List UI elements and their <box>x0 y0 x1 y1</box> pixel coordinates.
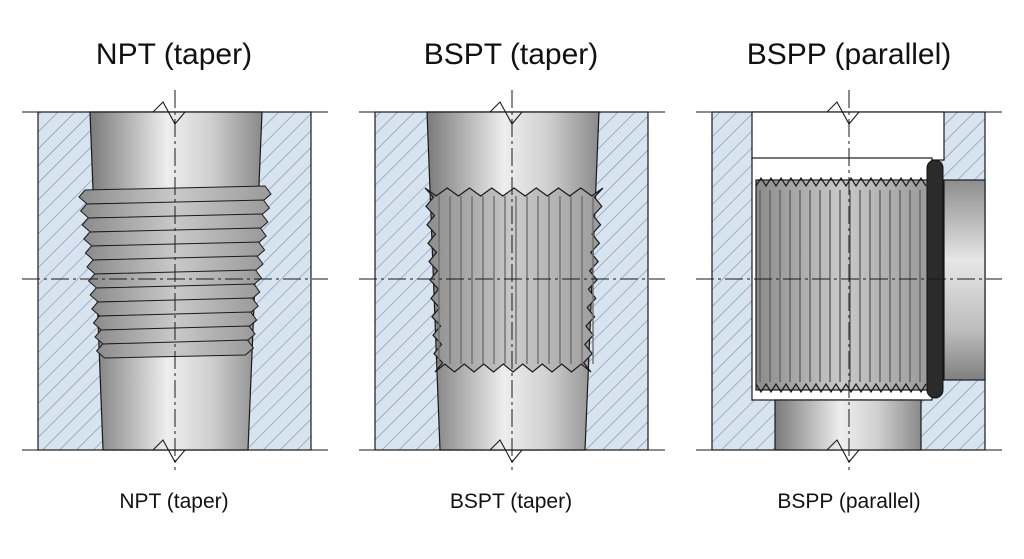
bspp-thread-edge-top <box>755 176 927 188</box>
panel-npt <box>37 90 312 470</box>
caption-npt: NPT (taper) <box>119 490 229 513</box>
bspp-lower-bore <box>774 399 922 451</box>
title-bspp: BSPP (parallel) <box>746 38 952 71</box>
bottom-break-line <box>22 439 328 463</box>
bspp-port-cavity <box>751 111 945 161</box>
title-bspt: BSPT (taper) <box>423 38 599 71</box>
bspp-thread-lines <box>759 190 921 382</box>
top-break-line <box>359 101 665 125</box>
panel-bspp <box>711 90 986 470</box>
bottom-break-line <box>696 439 1002 463</box>
npt-thread-crests <box>78 185 272 359</box>
bspt-thread-lines <box>438 196 594 364</box>
title-npt: NPT (taper) <box>95 38 253 71</box>
bspp-threaded-body <box>755 179 929 391</box>
npt-thread-crest <box>95 339 255 359</box>
panel-bspt <box>374 90 649 470</box>
bspt-thread-profile <box>424 187 604 373</box>
top-break-line <box>696 101 1002 125</box>
top-break-line <box>22 101 328 125</box>
caption-bspp: BSPP (parallel) <box>777 490 921 513</box>
caption-bspt: BSPT (taper) <box>449 490 573 513</box>
bottom-break-line <box>359 439 665 463</box>
bspp-outlet-bore <box>943 179 986 381</box>
break-lines <box>22 101 1002 463</box>
bspp-thread-edge-bottom <box>755 382 927 394</box>
